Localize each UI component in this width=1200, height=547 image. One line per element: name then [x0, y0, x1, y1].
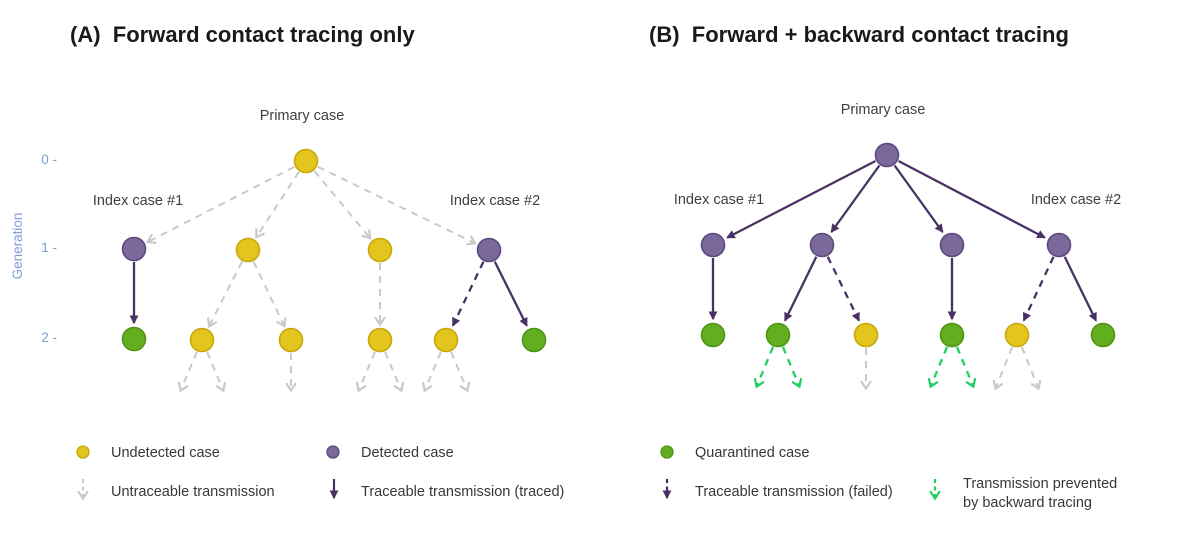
case-node-quarantined — [700, 322, 726, 348]
transmission-edge-untraceable — [252, 261, 287, 328]
case-node-quarantined — [521, 327, 547, 353]
panel-b-index-case-2-label: Index case #2 — [1031, 192, 1121, 208]
case-node-undetected — [278, 327, 304, 353]
case-node-detected — [939, 232, 965, 258]
panel-b-index-case-1-label: Index case #1 — [674, 192, 764, 208]
case-node-detected — [476, 237, 502, 263]
transmission-edge-traced — [783, 256, 818, 322]
undetected-case-dot-icon — [76, 445, 90, 459]
transmission-edge-untraceable — [421, 351, 442, 393]
panel-a-edges — [129, 165, 528, 393]
case-node-detected — [700, 232, 726, 258]
case-node-quarantined — [121, 326, 147, 352]
panel-a-index-case-1-label: Index case #1 — [93, 193, 183, 209]
case-node-detected — [874, 142, 900, 168]
legend-quarantined-label: Quarantined case — [695, 445, 809, 461]
transmission-edge-untraceable — [255, 171, 300, 239]
transmission-edge-prevented — [955, 346, 977, 389]
panel-b-title: (B) Forward + backward contact tracing — [649, 22, 1069, 47]
case-node-undetected — [235, 237, 261, 263]
legend-prevented-label-line2: by backward tracing — [963, 495, 1092, 511]
transmission-edge-traced — [726, 159, 877, 239]
transmission-edge-untraceable — [206, 351, 227, 393]
case-node-quarantined — [765, 322, 791, 348]
case-node-undetected — [1004, 322, 1030, 348]
transmission-edge-untraceable — [450, 351, 471, 393]
axis-tick-0: 0 - — [41, 152, 57, 167]
transmission-edge-untraceable — [355, 351, 376, 393]
case-node-undetected — [367, 237, 393, 263]
transmission-edge-failed — [1022, 256, 1055, 322]
transmission-edge-failed — [451, 261, 485, 327]
generation-axis-label: Generation — [10, 213, 25, 280]
transmission-edge-prevented — [927, 346, 949, 389]
transmission-edge-prevented — [781, 346, 803, 389]
transmission-edge-traced — [1063, 256, 1098, 322]
transmission-edge-traced — [893, 164, 944, 233]
legend-undetected-label: Undetected case — [111, 445, 220, 461]
transmission-edge-failed — [826, 256, 861, 322]
transmission-edge-traced — [493, 261, 528, 327]
transmission-edge-untraceable — [317, 165, 477, 246]
transmission-edge-untraceable — [992, 346, 1014, 391]
case-node-detected — [809, 232, 835, 258]
case-node-undetected — [367, 327, 393, 353]
legend-detected-label: Detected case — [361, 445, 454, 461]
legend-failed-label: Traceable transmission (failed) — [695, 484, 893, 500]
panel-a-primary-case-label: Primary case — [260, 108, 345, 124]
transmission-edge-untraceable — [145, 166, 295, 244]
panel-b-primary-case-label: Primary case — [841, 102, 926, 118]
transmission-edge-untraceable — [207, 261, 243, 329]
transmission-edge-traced — [897, 159, 1046, 239]
panel-a-index-case-2-label: Index case #2 — [450, 193, 540, 209]
legend-traced-label: Traceable transmission (traced) — [361, 484, 564, 500]
quarantined-case-dot-icon — [660, 445, 674, 459]
legend-untraceable-label: Untraceable transmission — [111, 484, 275, 500]
transmission-edge-untraceable — [313, 170, 372, 240]
case-node-detected — [1046, 232, 1072, 258]
case-node-undetected — [853, 322, 879, 348]
axis-tick-1: 1 - — [41, 240, 57, 255]
case-node-undetected — [433, 327, 459, 353]
legend: Undetected case Detected case Quarantine… — [76, 445, 1117, 511]
transmission-edge-untraceable — [384, 351, 405, 393]
case-node-undetected — [189, 327, 215, 353]
transmission-edge-traced — [830, 164, 881, 233]
axis-tick-2: 2 - — [41, 330, 57, 345]
panel-a-title: (A) Forward contact tracing only — [70, 22, 415, 47]
legend-prevented-label-line1: Transmission prevented — [963, 476, 1117, 492]
case-node-undetected — [293, 148, 319, 174]
transmission-edge-untraceable — [1020, 346, 1042, 391]
transmission-edge-untraceable — [177, 351, 198, 393]
panel-b-nodes — [700, 142, 1116, 348]
panel-b-edges — [708, 159, 1098, 391]
case-node-quarantined — [1090, 322, 1116, 348]
case-node-detected — [121, 236, 147, 262]
panel-a-nodes — [121, 148, 547, 353]
transmission-edge-prevented — [753, 346, 775, 389]
case-node-quarantined — [939, 322, 965, 348]
detected-case-dot-icon — [326, 445, 340, 459]
